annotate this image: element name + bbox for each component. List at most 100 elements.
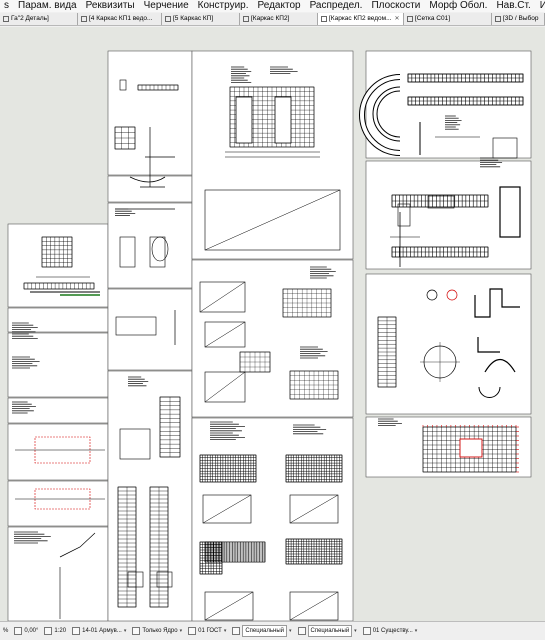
layout-drawing[interactable] xyxy=(0,27,545,621)
outline xyxy=(235,96,253,144)
3d-view-icon xyxy=(495,16,501,22)
outline xyxy=(119,428,151,460)
chevron-down-icon: ▾ xyxy=(179,628,183,634)
outline xyxy=(119,79,127,91)
tab-mesh-c01[interactable]: [Сетка С01] xyxy=(404,13,492,25)
line xyxy=(204,591,254,621)
menu-item-edit[interactable]: Редактор xyxy=(257,0,301,11)
menu-item-attributes[interactable]: Реквизиты xyxy=(85,0,135,11)
drawing-sheet xyxy=(365,160,532,270)
schedule-icon xyxy=(81,16,87,22)
bent-bar xyxy=(478,386,501,398)
layer-combination[interactable]: 14-01 Армув...▾ xyxy=(69,625,129,638)
drawing-sheet xyxy=(107,288,193,371)
outline xyxy=(499,186,521,238)
menu-item-view-options[interactable]: Парам. вида xyxy=(18,0,77,11)
menu-item-morph-shell[interactable]: Морф Обол. xyxy=(429,0,488,11)
bent-bar xyxy=(474,288,520,318)
drawing-sheet xyxy=(365,50,532,159)
tab-detail[interactable]: Га"2 Деталь] xyxy=(0,13,78,25)
line xyxy=(204,189,341,251)
outline xyxy=(156,571,173,588)
section-circle xyxy=(426,289,438,301)
menu-item-s[interactable]: s xyxy=(4,0,9,11)
outline xyxy=(204,371,246,403)
outline xyxy=(397,203,411,227)
override-icon xyxy=(297,627,306,635)
layers-icon xyxy=(72,627,81,635)
menu-item-distribute[interactable]: Распредел. xyxy=(309,0,363,11)
dimension-icon xyxy=(188,627,197,635)
menu-item-design[interactable]: Конструир. xyxy=(197,0,249,11)
rotate-icon[interactable] xyxy=(14,627,23,635)
outline xyxy=(202,494,252,524)
line xyxy=(289,494,339,524)
tab-frame-kp2[interactable]: [Каркас КП2] xyxy=(240,13,318,25)
structure-icon xyxy=(132,627,141,635)
bent-bar xyxy=(129,176,166,183)
section-circle-red xyxy=(446,289,458,301)
chevron-down-icon: ▾ xyxy=(123,628,127,634)
renovation-icon xyxy=(362,627,371,635)
drawing-sheet xyxy=(7,480,109,527)
detail-view-icon xyxy=(3,16,9,22)
scale-icon[interactable] xyxy=(44,627,53,635)
outline xyxy=(289,494,339,524)
drawing-sheet xyxy=(7,423,109,481)
line xyxy=(204,371,246,403)
model-filter[interactable]: Только Ядро▾ xyxy=(129,625,185,638)
drawing-sheet xyxy=(191,417,354,621)
dimension-standard[interactable]: 01 ГОСТ▾ xyxy=(185,625,229,638)
line xyxy=(289,591,339,621)
drawing-sheet xyxy=(365,273,532,415)
zoom-percent[interactable]: % xyxy=(3,628,9,634)
plan-view xyxy=(204,189,341,251)
renovation-filter[interactable]: 01 Существу...▾ xyxy=(360,625,421,638)
close-tab-icon[interactable]: ✕ xyxy=(394,16,400,22)
menu-item-drafting[interactable]: Черчение xyxy=(143,0,189,11)
leader-line xyxy=(59,532,96,558)
worksheet-icon xyxy=(407,16,413,22)
chevron-down-icon: ▾ xyxy=(223,628,227,634)
tab-3d-selection[interactable]: [3D / Выбор xyxy=(492,13,545,25)
line xyxy=(202,494,252,524)
chevron-down-icon: ▾ xyxy=(354,628,357,634)
override-mode-2[interactable]: Специальный▾ xyxy=(295,625,360,638)
outline xyxy=(459,438,483,458)
schedule-icon xyxy=(321,16,327,22)
tab-frame-kp[interactable]: [5 Каркас КП] xyxy=(162,13,240,25)
drawing-sheet xyxy=(7,332,109,398)
outline xyxy=(427,195,455,209)
menu-item-image[interactable]: Изображ xyxy=(539,0,545,11)
curved-rebar-inner xyxy=(360,75,401,155)
menu-item-nav[interactable]: Нав.Ст. xyxy=(496,0,531,11)
worksheet-icon xyxy=(165,16,171,22)
drawing-sheet xyxy=(191,50,354,260)
drawing-sheet xyxy=(7,223,109,308)
drawing-details xyxy=(12,66,524,621)
line xyxy=(204,321,246,348)
menu-item-planes[interactable]: Плоскости xyxy=(371,0,421,11)
outline xyxy=(127,571,144,588)
layout-canvas[interactable] xyxy=(0,27,545,621)
scale-control[interactable]: 1:20 xyxy=(41,625,69,638)
line xyxy=(199,281,246,313)
override-icon xyxy=(232,627,241,635)
outline xyxy=(199,281,246,313)
outline xyxy=(274,96,292,144)
view-tab-bar: Га"2 Деталь] [4 Каркас КП1 ведо... [5 Ка… xyxy=(0,13,545,26)
outline xyxy=(115,316,157,336)
section-ellipse xyxy=(151,236,169,262)
rotate-control[interactable]: 0,00° xyxy=(11,625,41,638)
tab-frame-kp1-schedule[interactable]: [4 Каркас КП1 ведо... xyxy=(78,13,162,25)
chevron-down-icon: ▾ xyxy=(289,628,292,634)
outline xyxy=(204,321,246,348)
chevron-down-icon: ▾ xyxy=(414,628,418,634)
outline xyxy=(204,591,254,621)
tab-frame-kp2-schedule[interactable]: [Каркас КП2 ведом...✕ xyxy=(318,13,404,25)
override-mode-1[interactable]: Специальный▾ xyxy=(229,625,294,638)
bent-bar xyxy=(477,337,500,353)
outline xyxy=(289,591,339,621)
outline xyxy=(149,236,166,268)
